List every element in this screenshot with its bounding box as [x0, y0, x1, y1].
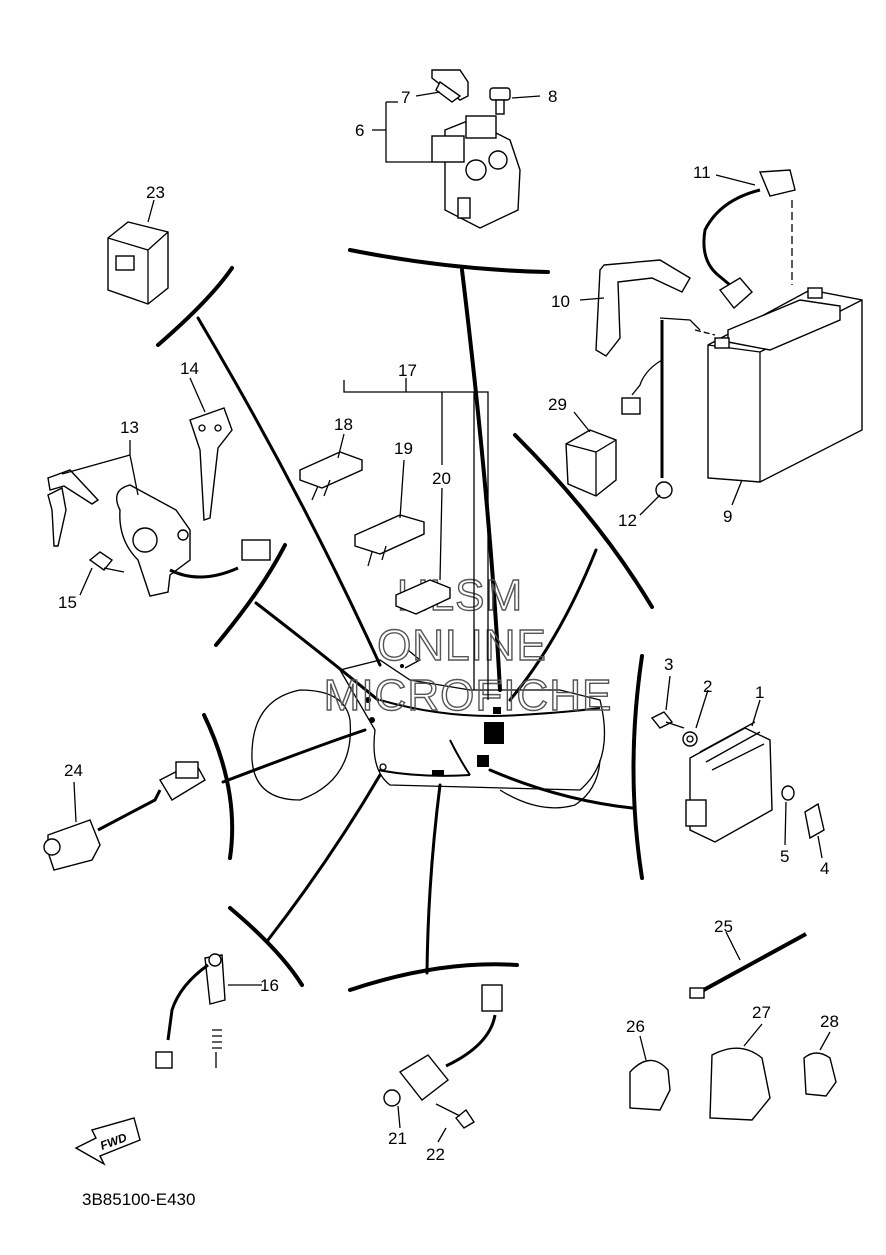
main-switch-part — [47, 407, 271, 597]
callout-26: 26 — [626, 1017, 645, 1036]
callout-25: 25 — [714, 917, 733, 936]
callout-18: 18 — [334, 415, 353, 434]
callout-4: 4 — [820, 859, 829, 878]
callout-10: 10 — [551, 292, 570, 311]
callout-28: 28 — [820, 1012, 839, 1031]
callout-3: 3 — [664, 655, 673, 674]
callout-23: 23 — [146, 183, 165, 202]
section-brackets — [156, 248, 654, 992]
wire-harness — [251, 649, 606, 809]
callout-9: 9 — [723, 507, 732, 526]
switch-21-part — [383, 984, 503, 1129]
rectifier-part — [650, 711, 825, 843]
callout-14: 14 — [180, 359, 199, 378]
callout-19: 19 — [394, 439, 413, 458]
diagram-code: 3B85100-E430 — [82, 1190, 195, 1209]
fwd-arrow: FWD — [74, 1117, 141, 1166]
callout-27: 27 — [752, 1003, 771, 1022]
sensor-24-part — [43, 761, 206, 871]
callout-11: 11 — [693, 163, 711, 182]
callout-20: 20 — [432, 469, 451, 488]
callout-16: 16 — [260, 976, 279, 995]
callout-22: 22 — [426, 1145, 445, 1164]
callout-13: 13 — [120, 418, 139, 437]
callout-12: 12 — [618, 511, 637, 530]
callout-1: 1 — [755, 683, 764, 702]
callout-7: 7 — [401, 88, 410, 107]
callout-labels: 1 2 3 4 5 6 7 8 9 10 11 12 13 14 15 16 1… — [58, 87, 839, 1164]
callout-24: 24 — [64, 761, 83, 780]
callout-17: 17 — [398, 361, 417, 380]
switch-16-part — [155, 953, 226, 1069]
watermark-line-3: MICROFICHE — [324, 671, 613, 720]
fuses-part — [299, 451, 451, 615]
relay-23-part — [107, 221, 169, 305]
watermark-line-2: ONLINE — [377, 621, 547, 670]
callout-8: 8 — [548, 87, 557, 106]
callout-2: 2 — [703, 677, 712, 696]
callout-6: 6 — [355, 121, 364, 140]
watermark: HLSM ONLINE MICROFICHE — [323, 570, 613, 720]
callout-leaders — [61, 91, 831, 1143]
callout-21: 21 — [388, 1129, 407, 1148]
starter-relay-part — [431, 69, 521, 229]
battery-part — [595, 169, 863, 499]
clamps-part — [629, 932, 837, 1121]
callout-5: 5 — [780, 847, 789, 866]
callout-29: 29 — [548, 395, 567, 414]
callout-15: 15 — [58, 593, 77, 612]
relay-29-part — [565, 429, 617, 497]
harness-leaders — [196, 268, 634, 975]
